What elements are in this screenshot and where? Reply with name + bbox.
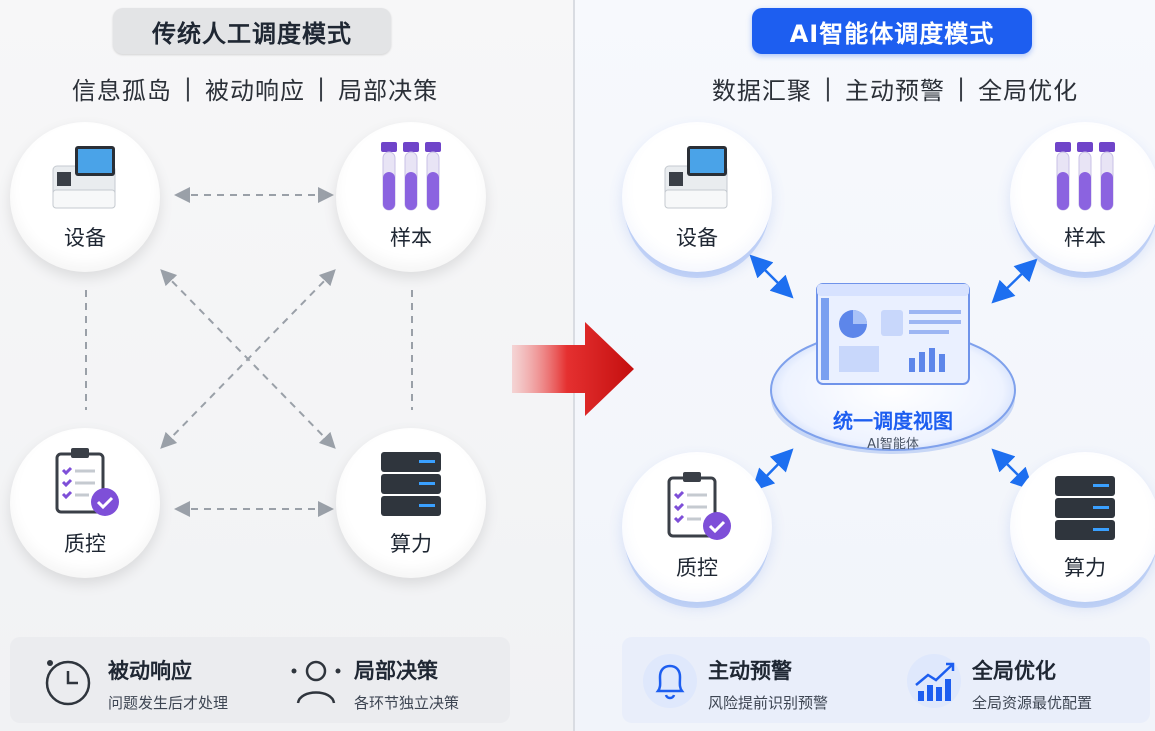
ai-features: 主动预警 风险提前识别预警 全局优化 全局资源最优配置 — [622, 637, 1150, 723]
hub-title: 统一调度视图 — [833, 409, 953, 433]
subtitle-separator: | — [317, 74, 327, 102]
node-device-ai: 设备 — [622, 122, 772, 272]
ai-mode-title: AI智能体调度模式 — [752, 8, 1032, 54]
node-qc-ai: 质控 — [622, 452, 772, 602]
subtitle-item: 主动预警 — [845, 76, 945, 105]
server-rack-icon — [1055, 476, 1115, 540]
trending-chart-icon — [907, 654, 961, 708]
node-label: 设备 — [64, 226, 106, 250]
node-label: 算力 — [1064, 556, 1106, 580]
node-label: 样本 — [1064, 226, 1106, 250]
subtitle-item: 局部决策 — [338, 76, 439, 105]
clipboard-check-icon — [55, 448, 119, 516]
node-sample: 样本 — [336, 122, 486, 272]
feature-title: 主动预警 — [708, 659, 792, 683]
node-sample-ai: 样本 — [1010, 122, 1155, 272]
bell-icon — [643, 654, 697, 708]
traditional-mode-subtitle: 信息孤岛 | 被动响应 | 局部决策 — [40, 70, 470, 106]
node-label: 质控 — [64, 532, 106, 556]
subtitle-separator: | — [957, 74, 967, 102]
feature-title: 全局优化 — [972, 659, 1056, 683]
node-device: 设备 — [10, 122, 160, 272]
subtitle-separator: | — [823, 74, 833, 102]
node-label: 质控 — [676, 556, 718, 580]
subtitle-item: 全局优化 — [978, 76, 1079, 105]
dashed-links — [85, 187, 413, 517]
lab-instrument-icon — [52, 146, 116, 209]
feature-title: 被动响应 — [108, 659, 192, 683]
node-qc: 质控 — [10, 428, 160, 578]
user-icon — [291, 660, 341, 704]
test-tubes-icon — [381, 142, 441, 211]
node-label: 算力 — [390, 532, 432, 556]
server-rack-icon — [381, 452, 441, 516]
node-label: 样本 — [390, 226, 432, 250]
clock-icon — [45, 660, 91, 706]
node-compute: 算力 — [336, 428, 486, 578]
feature-desc: 风险提前识别预警 — [708, 694, 829, 712]
subtitle-separator: | — [183, 74, 193, 102]
unified-dispatch-hub: 统一调度视图 AI智能体 — [769, 262, 1017, 458]
node-label: 设备 — [676, 226, 718, 250]
transition-arrow — [512, 322, 634, 416]
subtitle-item: 信息孤岛 — [71, 76, 172, 105]
feature-desc: 各环节独立决策 — [354, 694, 460, 712]
feature-desc: 问题发生后才处理 — [108, 694, 229, 712]
hub-platform — [770, 283, 1016, 454]
dashboard-screen-icon — [816, 283, 970, 385]
lab-instrument-icon — [664, 146, 728, 209]
subtitle-item: 数据汇聚 — [711, 76, 812, 105]
ai-mode-subtitle: 数据汇聚 | 主动预警 | 全局优化 — [680, 70, 1110, 106]
subtitle-item: 被动响应 — [205, 76, 305, 105]
hub-subtitle: AI智能体 — [867, 437, 919, 452]
traditional-mode-title: 传统人工调度模式 — [113, 8, 391, 54]
clipboard-check-icon — [667, 472, 731, 540]
test-tubes-icon — [1055, 142, 1115, 211]
feature-title: 局部决策 — [354, 659, 438, 683]
traditional-features: 被动响应 问题发生后才处理 局部决策 各环节独立决策 — [10, 637, 510, 723]
node-compute-ai: 算力 — [1010, 452, 1155, 602]
feature-desc: 全局资源最优配置 — [972, 694, 1093, 712]
